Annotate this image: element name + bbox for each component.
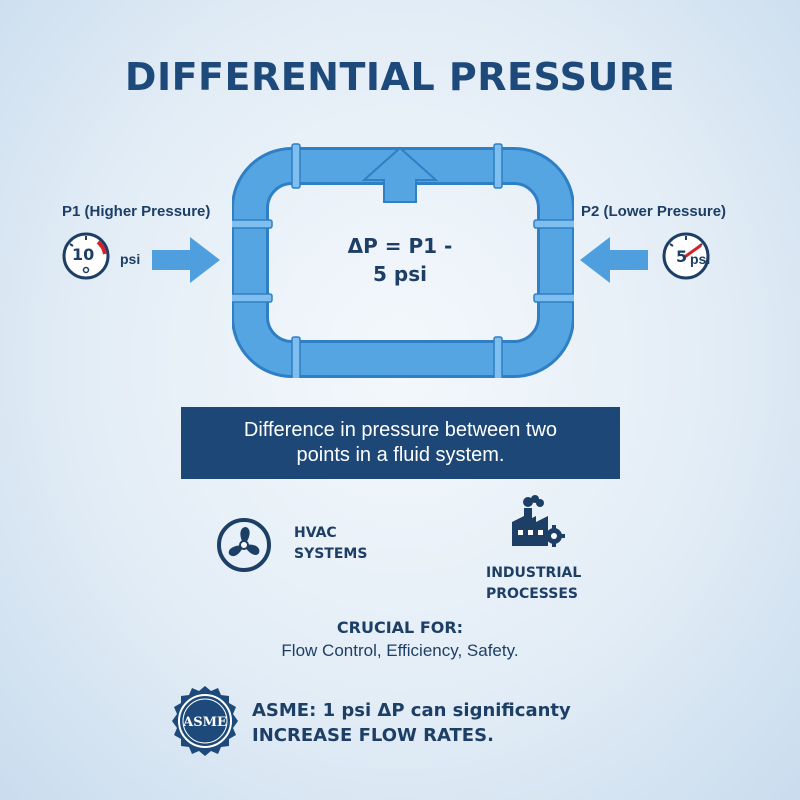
p2-flow-arrow-icon: [580, 237, 648, 283]
flow-up-arrow-icon: [362, 146, 438, 203]
p2-value: 5: [676, 247, 688, 266]
formula: ΔP = P1 - 5 psi: [300, 232, 500, 288]
fan-icon: [217, 518, 271, 572]
p1-label: P1 (Higher Pressure): [62, 203, 211, 220]
application-industrial: INDUSTRIAL PROCESSES: [486, 565, 582, 602]
p1-flow-arrow-icon: [152, 237, 220, 283]
p2-gauge-icon: [662, 232, 710, 280]
application-hvac: HVAC SYSTEMS: [294, 525, 368, 562]
asme-note: ASME: 1 psi ΔP can significanty INCREASE…: [252, 700, 571, 746]
crucial-heading: CRUCIAL FOR:: [336, 618, 464, 637]
asme-badge-text: ASME: [182, 715, 227, 730]
definition-box: Difference in pressure between two point…: [181, 407, 620, 479]
page-title: DIFFERENTIAL PRESSURE: [124, 55, 676, 99]
formula-line-1: ΔP = P1 -: [347, 234, 453, 258]
definition-line-1: Difference in pressure between two: [243, 419, 558, 441]
crucial-items: Flow Control, Efficiency, Safety.: [281, 641, 519, 660]
factory-icon: [512, 495, 565, 547]
asme-seal-icon: ASME: [172, 686, 238, 756]
p1-gauge-icon: [62, 232, 110, 280]
formula-line-2: 5 psi: [373, 262, 427, 286]
p2-unit: psi: [690, 251, 711, 267]
p1-unit: psi: [120, 251, 141, 267]
definition-line-2: points in a fluid system.: [296, 444, 505, 466]
p2-label: P2 (Lower Pressure): [581, 203, 727, 220]
p1-value: 10: [72, 245, 95, 264]
